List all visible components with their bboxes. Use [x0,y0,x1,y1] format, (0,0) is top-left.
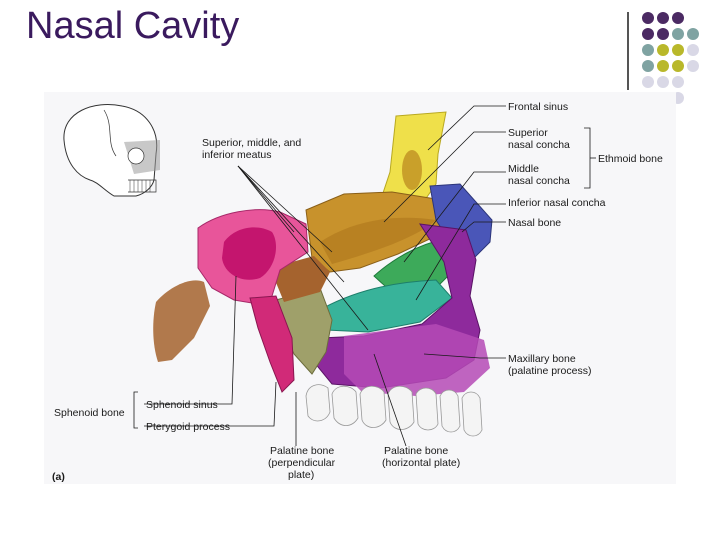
decorative-dot [657,12,669,24]
decorative-dot [657,60,669,72]
label-superior-concha-line2: nasal concha [508,139,570,151]
decorative-dot [672,76,684,88]
palatine-process-region [344,324,490,396]
decorative-dot [642,60,654,72]
label-palatine-horiz-line1: Palatine bone [384,445,448,457]
decorative-dot [687,44,699,56]
skull-thumbnail [63,104,160,197]
decorative-dot [657,28,669,40]
superior-concha-shape [320,217,436,264]
slide-title: Nasal Cavity [26,5,240,47]
label-superior-concha-line1: Superior [508,127,548,139]
teeth-row [305,384,483,437]
sphenoid-sinus-cavity [222,227,276,280]
pterygoid-process-region [249,295,295,393]
decorative-dot [687,60,699,72]
decorative-rule [627,12,629,90]
label-meatus-line1: Superior, middle, and [202,137,301,149]
label-palatine-perp-line1: Palatine bone [270,445,334,457]
nasal-cavity-figure: Frontal sinus Superior nasal concha Midd… [44,92,676,484]
label-sphenoid-bone: Sphenoid bone [54,407,125,419]
decorative-dot [642,76,654,88]
decorative-dot [672,28,684,40]
label-pterygoid-process: Pterygoid process [146,421,230,433]
label-meatus-line2: inferior meatus [202,149,271,161]
label-palatine-horiz-line2: (horizontal plate) [382,457,460,469]
decorative-dot [657,44,669,56]
inferior-concha-region [315,279,453,333]
leader-lines [133,105,596,447]
occipital-brown-region [153,280,210,362]
label-maxillary-line1: Maxillary bone [508,353,576,365]
label-palatine-perp-line2: (perpendicular [268,457,336,469]
label-frontal-sinus: Frontal sinus [508,101,568,113]
nasal-anatomy [153,111,493,437]
label-sphenoid-sinus: Sphenoid sinus [146,399,218,411]
panel-label: (a) [52,471,65,483]
posterior-brown-region [270,256,330,302]
decorative-dot [642,12,654,24]
decorative-dot [687,28,699,40]
label-middle-concha-line2: nasal concha [508,175,570,187]
nasal-bone-region [429,183,493,259]
decorative-dot [642,44,654,56]
label-inferior-concha: Inferior nasal concha [508,197,606,209]
label-ethmoid-bone: Ethmoid bone [598,153,663,165]
label-palatine-perp-line3: plate) [288,469,314,481]
frontal-sinus-cavity [402,150,422,190]
label-middle-concha-line1: Middle [508,163,539,175]
label-nasal-bone: Nasal bone [508,217,561,229]
anatomy-illustration: Frontal sinus Superior nasal concha Midd… [52,101,663,483]
decorative-dot-grid [642,12,699,104]
decorative-dot [672,12,684,24]
decorative-dot [672,60,684,72]
label-maxillary-line2: (palatine process) [508,365,591,377]
decorative-dot [672,44,684,56]
decorative-dot [642,28,654,40]
decorative-dot [657,76,669,88]
